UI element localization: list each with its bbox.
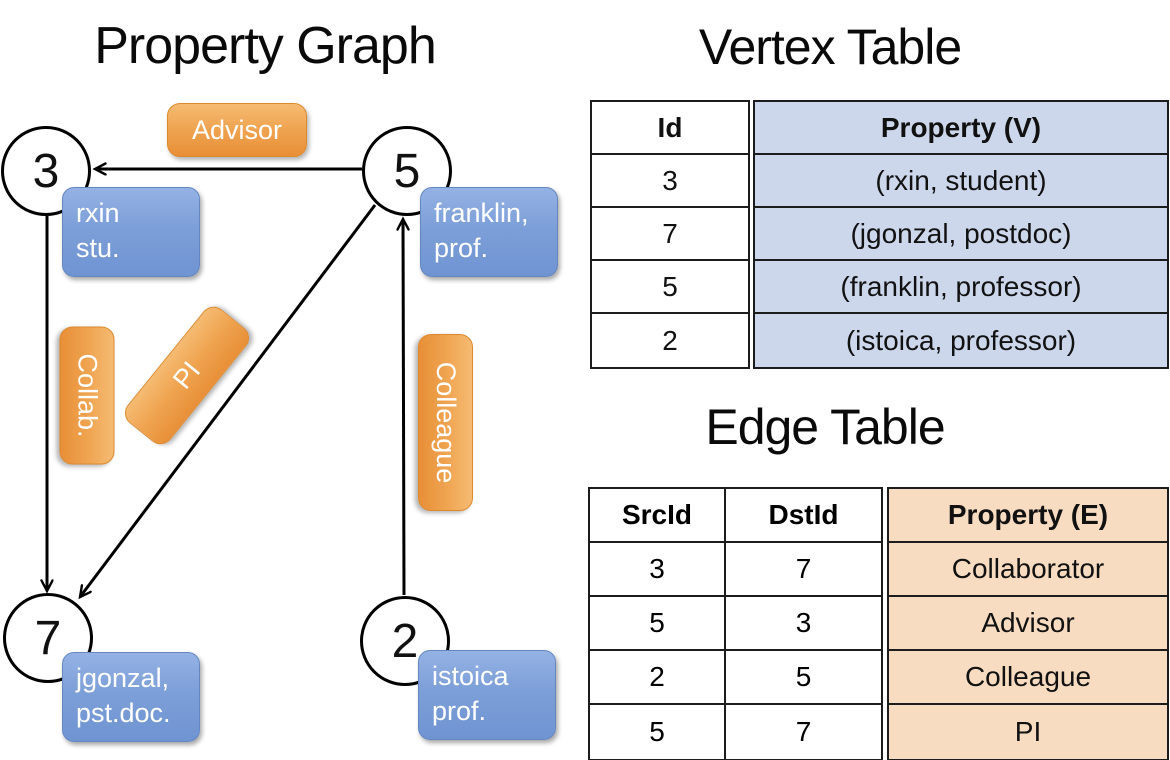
edge-table-property-cell: Colleague [889,651,1167,705]
edge-table-srcid-cell: 5 [590,705,726,759]
vertex-table-id-cell: 7 [592,208,748,261]
vertex-table-property-column: Property (V) (rxin, student) (jgonzal, p… [753,100,1169,369]
vertex-table-id-cell: 5 [592,261,748,314]
vertex-table-property-cell: (jgonzal, postdoc) [755,208,1167,261]
vertex-table-title: Vertex Table [698,19,962,75]
property-graph-title: Property Graph [94,17,437,75]
edge-table-dstid-cell: 5 [795,661,812,692]
edge-table-dstid-header: DstId [768,499,839,530]
edge-table-srcid-cell: 5 [590,597,726,649]
vertex-table-id-column: Id 3 7 5 2 [590,100,750,369]
graph-edges [0,0,560,760]
callout-line: franklin, [434,198,529,228]
vertex-table-id-cell: 2 [662,324,678,356]
edge-label-colleague: Colleague [418,334,473,511]
edge-table-property-cell: Collaborator [889,543,1167,597]
vertex-table-property-cell: (rxin, student) [755,155,1167,208]
vertex-callout-rxin: rxin stu. [62,187,200,277]
edge-table-row: 5 3 [590,597,881,651]
edge-table-property-cell: PI [1014,716,1042,747]
edge-table-title: Edge Table [705,399,945,455]
callout-line: prof. [432,696,487,727]
graph-node-2: 2 [360,596,450,686]
callout-line: stu. [76,233,120,264]
callout-line: rxin [76,198,120,228]
edge-2-to-5-colleague [403,219,404,596]
edge-table-row: 3 7 [590,543,881,597]
edge-table-row: 5 7 [590,705,881,759]
edge-table-property-column: Property (E) Collaborator Advisor Collea… [887,487,1169,760]
edge-table-header-row: SrcId DstId [590,489,881,543]
edge-label-collab: Collab. [59,326,115,465]
edge-table-property-header: Property (E) [889,489,1167,543]
vertex-callout-franklin: franklin, prof. [420,187,558,277]
callout-line: prof. [434,233,489,264]
vertex-table-id-cell: 3 [592,155,748,208]
edge-table-srcid-cell: 2 [590,651,726,703]
vertex-table-property-header: Property (V) [755,102,1167,155]
edge-table-dstid-cell: 7 [795,716,812,747]
callout-line: istoica [432,661,509,691]
edge-table-srcid-cell: 3 [590,543,726,595]
vertex-callout-jgonzal: jgonzal, pst.doc. [62,652,200,742]
edge-table-srcid-header: SrcId [590,489,726,541]
edge-table-dstid-cell: 3 [795,607,812,638]
vertex-table-property-cell: (istoica, professor) [845,324,1077,356]
edge-table-id-columns: SrcId DstId 3 7 5 3 2 5 5 7 [588,487,883,760]
edge-5-to-7-pi [80,204,377,597]
callout-line: pst.doc. [76,698,171,729]
vertex-table-property-cell: (franklin, professor) [755,261,1167,314]
vertex-callout-istoica: istoica prof. [418,650,556,740]
edge-table-property-cell: Advisor [889,597,1167,651]
callout-line: jgonzal, [76,663,170,693]
edge-table-dstid-cell: 7 [795,553,812,584]
vertex-table-id-header: Id [592,102,748,155]
edge-label-advisor: Advisor [167,103,307,157]
edge-table-row: 2 5 [590,651,881,705]
